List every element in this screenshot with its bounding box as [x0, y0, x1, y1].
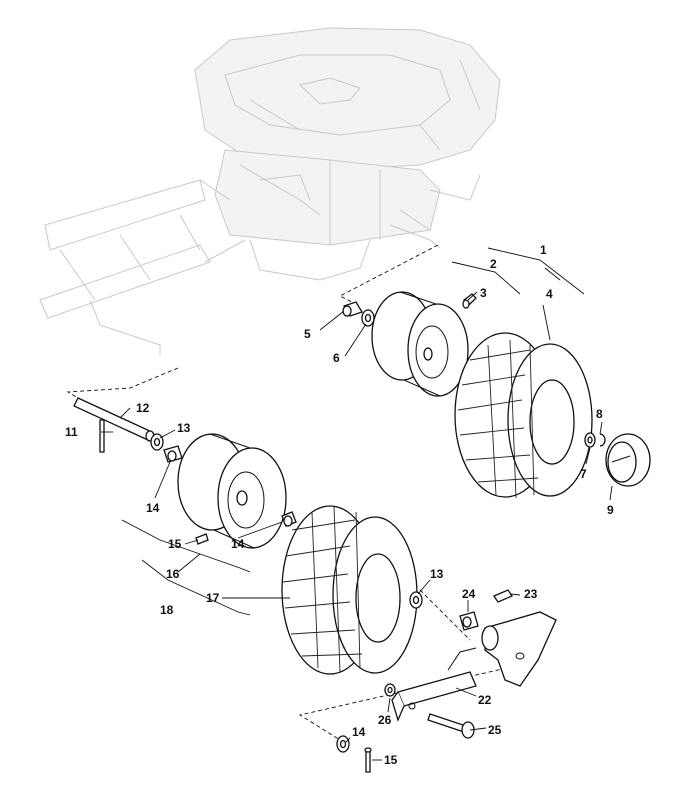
spacer-5: [342, 301, 363, 317]
bolt-25: [427, 713, 475, 739]
callout-23: 23: [524, 587, 538, 601]
callout-17: 17: [206, 591, 220, 605]
pin-15-bottom: [364, 747, 372, 773]
callout-14-upper: 14: [146, 501, 160, 515]
bushing-14-upper: [163, 445, 183, 463]
callout-16: 16: [166, 567, 180, 581]
rear-right-wheel-assembly: [342, 291, 651, 499]
washer-14-bottom: [336, 735, 350, 753]
spindle-bracket: [481, 611, 557, 687]
callout-15-bottom: 15: [384, 753, 398, 767]
spindle-parts: [336, 589, 557, 773]
rim-2: [371, 291, 469, 397]
callout-26: 26: [378, 713, 392, 727]
callout-1: 1: [540, 243, 547, 257]
leader-lines: [101, 247, 613, 761]
hub-cap-9: [605, 433, 651, 487]
callout-13-lower: 13: [430, 567, 444, 581]
callout-2: 2: [490, 257, 497, 271]
callout-9: 9: [607, 503, 614, 517]
callout-4: 4: [546, 287, 553, 301]
washer-6: [361, 309, 375, 327]
callout-5: 5: [304, 327, 311, 341]
steering-arm-22: [391, 647, 477, 722]
ghost-chassis: [39, 27, 501, 355]
callout-25: 25: [488, 723, 502, 737]
bushing-24: [459, 611, 479, 631]
clip-8: [599, 433, 606, 447]
bushing-14-lower: [281, 511, 297, 527]
callout-18: 18: [160, 603, 174, 617]
tire-4: [454, 332, 593, 499]
callout-22: 22: [478, 693, 492, 707]
callout-8: 8: [596, 407, 603, 421]
valve-3: [462, 293, 477, 309]
callout-15-upper: 15: [168, 537, 182, 551]
callout-3: 3: [480, 286, 487, 300]
axle-parts: [73, 397, 183, 463]
washer-26: [384, 683, 396, 697]
callout-11: 11: [65, 425, 78, 439]
callout-14-middle: 14: [231, 537, 245, 551]
callout-labels: 1 2 3 4 5 6 8 7 9 12 11 13 14 15 14 16 1…: [65, 243, 614, 767]
callout-13-upper: 13: [177, 421, 191, 435]
callout-24: 24: [462, 587, 476, 601]
pin-11: [99, 419, 105, 453]
callout-7: 7: [580, 467, 587, 481]
callout-6: 6: [333, 351, 340, 365]
washer-13-upper: [150, 433, 164, 451]
tire-17: [281, 505, 418, 675]
grease-nipple-23: [493, 589, 513, 603]
callout-14-bottom: 14: [352, 725, 366, 739]
valve-15-upper: [195, 533, 209, 545]
front-left-wheel-assembly: [177, 433, 418, 675]
washer-13-lower: [409, 591, 423, 609]
washer-7: [584, 432, 596, 448]
rim-16: [177, 433, 287, 549]
callout-12: 12: [136, 401, 150, 415]
